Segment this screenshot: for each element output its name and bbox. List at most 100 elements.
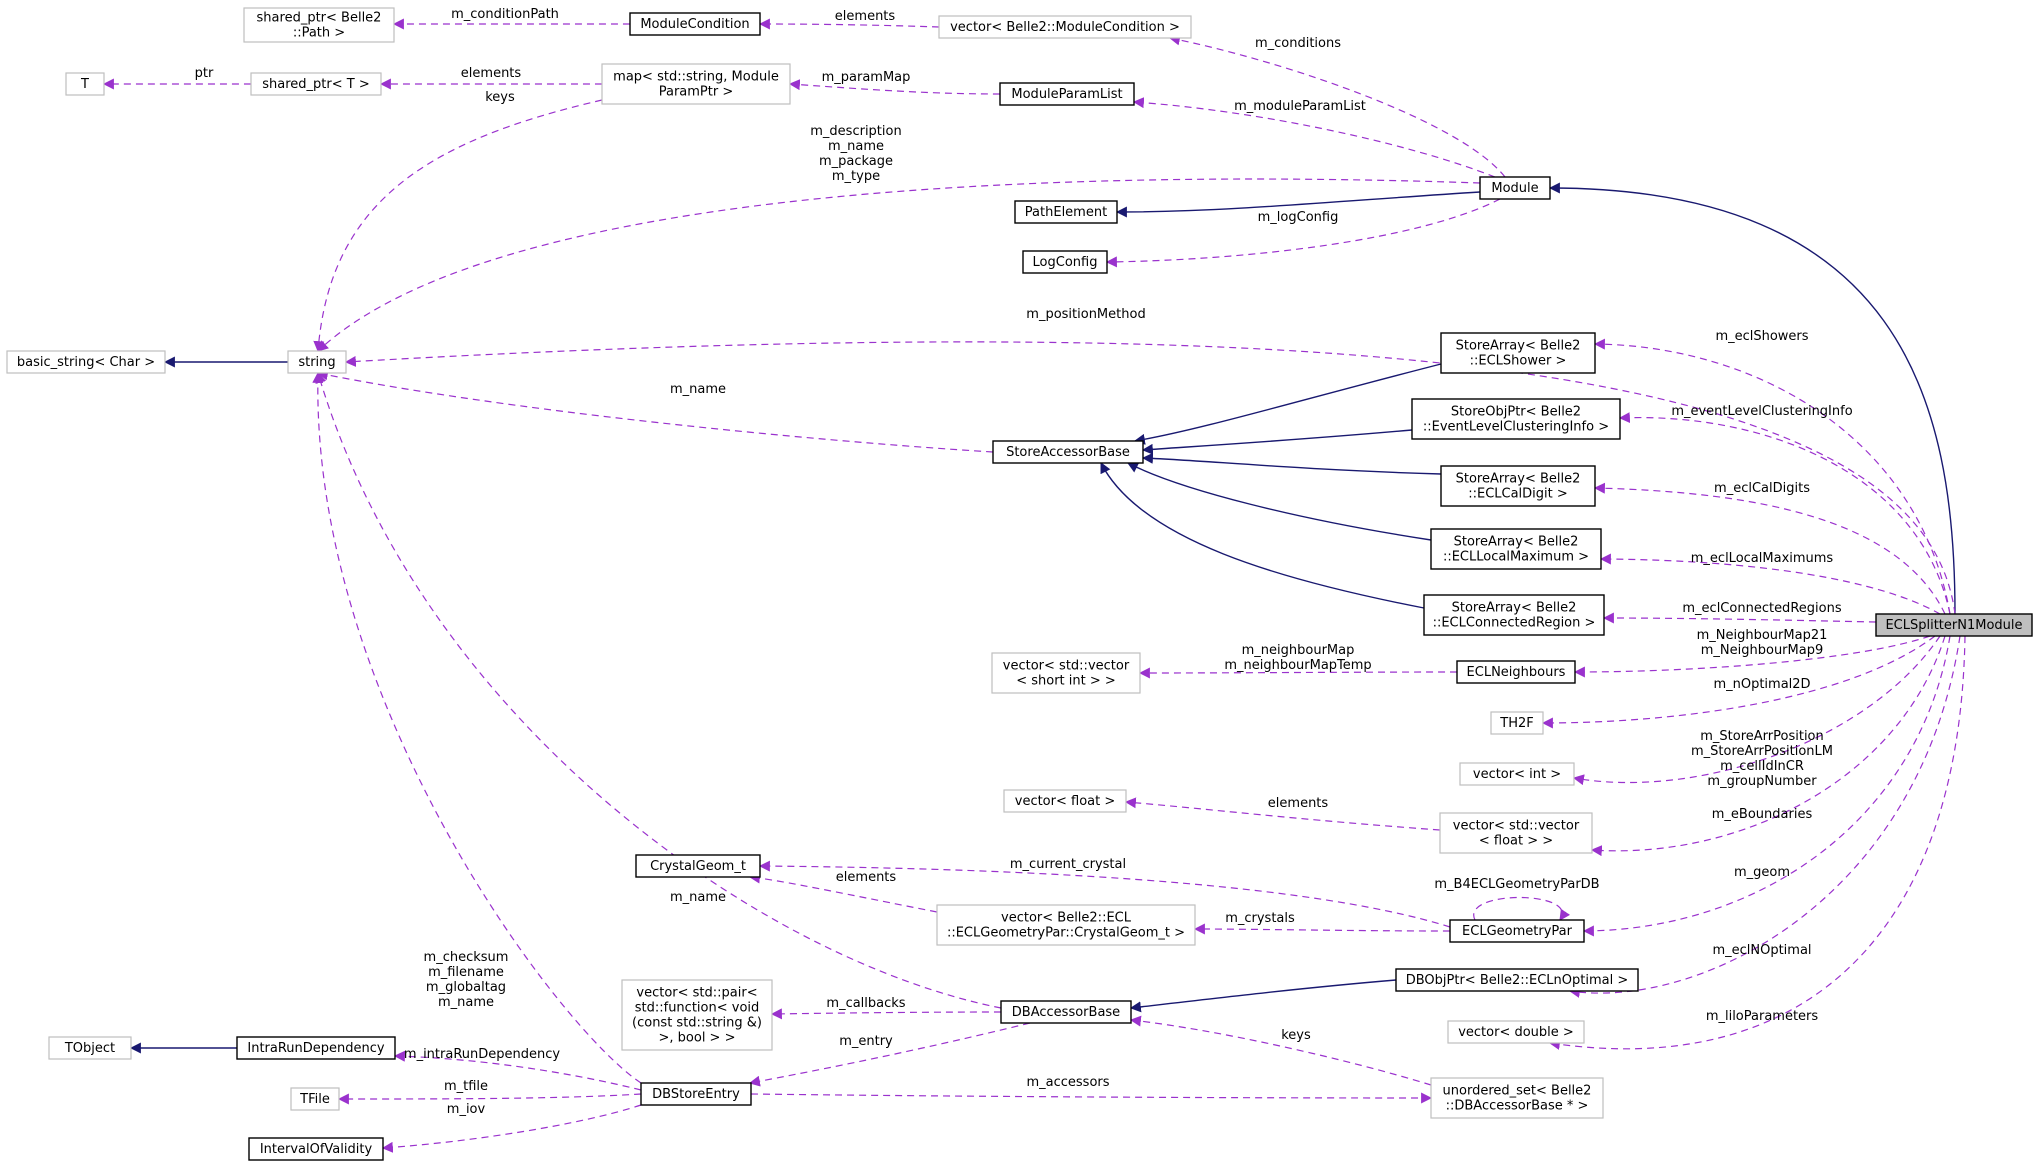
class-node-sp-path[interactable]: shared_ptr< Belle2::Path > <box>243 7 395 43</box>
member-edge-module-to-logconfig <box>1105 198 1501 268</box>
member-edge-vec_crystalgeom-to-crystalgeom <box>748 872 938 913</box>
edge-label-m-geom: m_geom <box>1734 865 1790 880</box>
edge-label-m-globaltag: m_globaltag <box>426 980 506 995</box>
class-node-sa-shower[interactable]: StoreArray< Belle2::ECLShower > <box>1440 332 1596 374</box>
class-node-unord-set[interactable]: unordered_set< Belle2::DBAccessorBase * … <box>1430 1077 1604 1119</box>
class-node-pathelement[interactable]: PathElement <box>1014 200 1118 224</box>
class-box <box>250 72 382 96</box>
member-edge-dbstoreentry-to-unord_set <box>750 1092 1433 1104</box>
class-node-vec-vec-float[interactable]: vector< std::vector< float > > <box>1439 812 1593 854</box>
class-node-logconfig[interactable]: LogConfig <box>1022 250 1108 274</box>
class-name-line: T <box>80 77 89 92</box>
edge-label-m-tfile: m_tfile <box>444 1079 488 1094</box>
class-node-crystalgeom[interactable]: CrystalGeom_t <box>635 854 761 878</box>
class-node-dbobj-nopt[interactable]: DBObjPtr< Belle2::ECLnOptimal > <box>1395 968 1639 992</box>
member-edge-modparamlist-to-map_param <box>788 79 1001 95</box>
class-node-vec-double[interactable]: vector< double > <box>1447 1020 1585 1044</box>
class-name-line: ::ECLShower > <box>1470 354 1567 369</box>
edge-label-m-groupnumber: m_groupNumber <box>1707 774 1817 789</box>
class-node-eclgeompar[interactable]: ECLGeometryPar <box>1449 919 1585 943</box>
class-node-vec-float[interactable]: vector< float > <box>1003 789 1127 813</box>
class-box <box>1430 1077 1604 1119</box>
class-box <box>991 652 1141 694</box>
edge-label-m-neighbourmap21: m_NeighbourMap21 <box>1697 628 1828 643</box>
class-node-iov[interactable]: IntervalOfValidity <box>248 1137 384 1161</box>
class-node-string[interactable]: string <box>287 350 347 374</box>
inheritance-edge-module-to-pathelement <box>1115 191 1481 218</box>
class-box <box>635 854 761 878</box>
class-node-modcond[interactable]: ModuleCondition <box>629 12 761 36</box>
class-node-th2f[interactable]: TH2F <box>1490 711 1544 735</box>
member-edge-splitter-to-vec_double <box>1548 635 1966 1050</box>
class-box <box>1003 789 1127 813</box>
edge-label-elements: elements <box>461 66 522 81</box>
edge-label-m-neighbourmap9: m_NeighbourMap9 <box>1701 643 1823 658</box>
class-name-line: string <box>298 355 335 370</box>
edge-label-m-iov: m_iov <box>447 1102 486 1117</box>
edge-label-m-callbacks: m_callbacks <box>826 996 905 1011</box>
class-node-vec-int[interactable]: vector< int > <box>1459 762 1575 786</box>
edge-label-m-conditionpath: m_conditionPath <box>451 7 559 22</box>
class-name-line: map< std::string, Module <box>613 70 779 85</box>
class-name-line: ::Path > <box>293 26 345 41</box>
class-node-vec-crystalgeom[interactable]: vector< Belle2::ECL::ECLGeometryPar::Cry… <box>936 904 1196 946</box>
member-edge-dbstoreentry-to-iov <box>381 1104 642 1153</box>
class-node-t[interactable]: T <box>65 72 105 96</box>
class-node-storeaccessor[interactable]: StoreAccessorBase <box>992 440 1144 464</box>
class-node-sp-t[interactable]: shared_ptr< T > <box>250 72 382 96</box>
member-edge-splitter-to-sop_elci <box>1618 412 1951 615</box>
class-box <box>1440 465 1596 507</box>
class-box <box>48 1036 132 1060</box>
member-edge-eclgeompar-to-vec_crystalgeom <box>1193 923 1451 935</box>
inheritance-edge-sa_shower-to-storeaccessor <box>1133 363 1442 445</box>
class-name-line: ECLGeometryPar <box>1462 924 1573 939</box>
inheritance-edge-sa_connreg-to-storeaccessor <box>1100 462 1425 609</box>
class-node-tfile[interactable]: TFile <box>290 1087 340 1111</box>
edge-label-m-current-crystal: m_current_crystal <box>1010 857 1126 872</box>
class-name-line: vector< std::vector <box>1453 819 1580 834</box>
class-node-sop-elci[interactable]: StoreObjPtr< Belle2::EventLevelClusterin… <box>1411 398 1621 440</box>
edge-label-m-eboundaries: m_eBoundaries <box>1712 807 1813 822</box>
member-edge-unord_set-to-dbaccessor <box>1129 1015 1432 1086</box>
class-name-line: StoreAccessorBase <box>1006 445 1130 460</box>
edge-label-m-b4eclgeometrypardb: m_B4ECLGeometryParDB <box>1434 877 1599 892</box>
class-node-dbaccessor[interactable]: DBAccessorBase <box>1000 1000 1132 1024</box>
class-node-sa-connreg[interactable]: StoreArray< Belle2::ECLConnectedRegion > <box>1423 594 1605 636</box>
class-node-tobject[interactable]: TObject <box>48 1036 132 1060</box>
edge-label-m-logconfig: m_logConfig <box>1258 210 1339 225</box>
class-name-line: StoreArray< Belle2 <box>1454 535 1579 550</box>
class-node-dbstoreentry[interactable]: DBStoreEntry <box>640 1082 752 1106</box>
class-node-eclneighbours[interactable]: ECLNeighbours <box>1456 660 1576 684</box>
class-name-line: TObject <box>64 1041 115 1056</box>
class-node-vec-pair[interactable]: vector< std::pair<std::function< void(co… <box>621 979 773 1051</box>
member-edge-dbstoreentry-to-intrarun <box>393 1050 642 1091</box>
edge-label-m-checksum: m_checksum <box>424 950 509 965</box>
class-node-modparamlist[interactable]: ModuleParamList <box>999 82 1135 106</box>
class-name-line: vector< std::vector <box>1003 659 1130 674</box>
edge-label-m-neighbourmaptemp: m_neighbourMapTemp <box>1224 658 1371 673</box>
class-box <box>1430 528 1602 570</box>
class-node-vec-modcond[interactable]: vector< Belle2::ModuleCondition > <box>938 15 1192 39</box>
edge-label-elements: elements <box>835 9 896 24</box>
class-box <box>992 440 1144 464</box>
member-edge-splitter-to-sa_caldigit <box>1593 482 1946 615</box>
class-name-line: ::ECLLocalMaximum > <box>1443 550 1589 565</box>
class-node-sa-caldigit[interactable]: StoreArray< Belle2::ECLCalDigit > <box>1440 465 1596 507</box>
class-name-line: std::function< void <box>635 1001 760 1016</box>
class-name-line: vector< int > <box>1473 767 1561 782</box>
class-node-module[interactable]: Module <box>1479 176 1551 200</box>
edge-label-m-type: m_type <box>832 169 880 184</box>
class-name-line: vector< Belle2::ModuleCondition > <box>950 20 1180 35</box>
class-box <box>243 7 395 43</box>
class-name-line: StoreArray< Belle2 <box>1452 601 1577 616</box>
class-node-splitter[interactable]: ECLSplitterN1Module <box>1875 613 2033 637</box>
class-name-line: LogConfig <box>1033 255 1098 270</box>
edge-label-m-description: m_description <box>810 124 901 139</box>
class-name-line: StoreArray< Belle2 <box>1456 339 1581 354</box>
class-node-sa-localmax[interactable]: StoreArray< Belle2::ECLLocalMaximum > <box>1430 528 1602 570</box>
class-node-basic-string[interactable]: basic_string< Char > <box>6 350 166 374</box>
edge-label-ptr: ptr <box>195 66 214 81</box>
class-node-intrarun[interactable]: IntraRunDependency <box>236 1036 396 1060</box>
class-node-vec-vec-short[interactable]: vector< std::vector< short int > > <box>991 652 1141 694</box>
